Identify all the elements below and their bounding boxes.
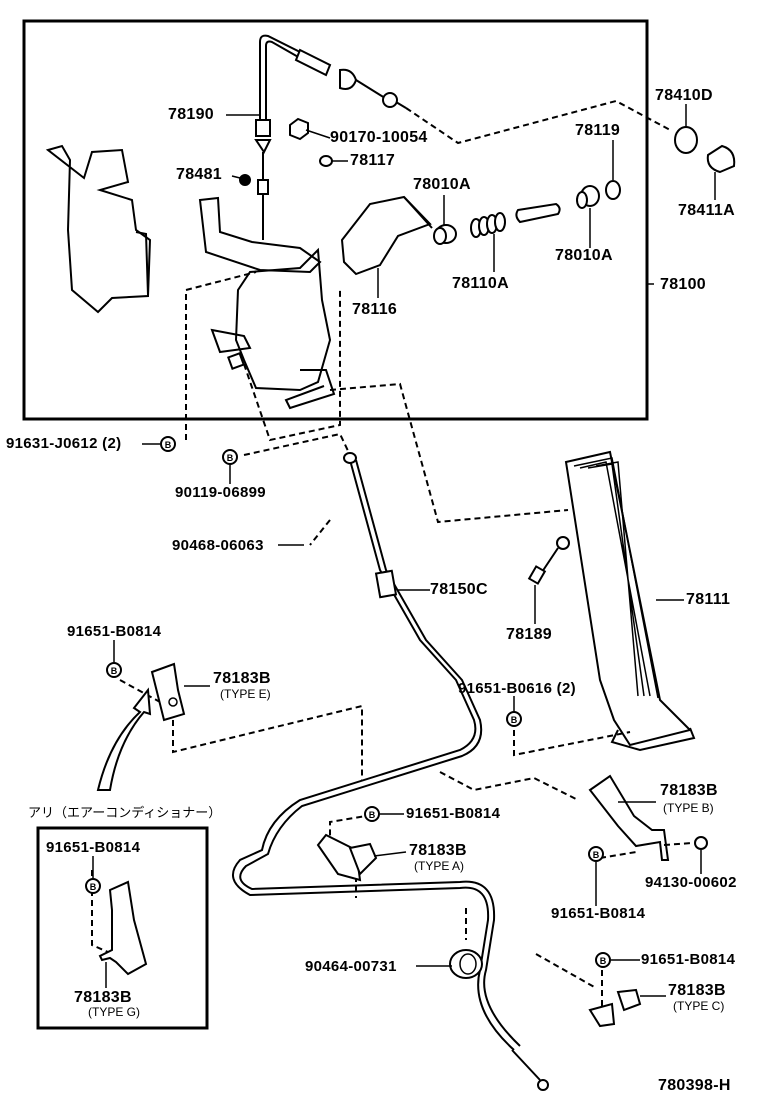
clip-78183B-type-g	[98, 880, 148, 976]
part-label-90464-00731: 90464-00731	[305, 958, 397, 975]
svg-text:B: B	[600, 956, 607, 966]
spring-78110A	[470, 212, 506, 238]
clip-78183B-type-a	[316, 833, 378, 882]
part-label-91651-B0814: 91651-B0814	[67, 623, 162, 640]
inset-frame	[36, 826, 209, 1030]
part-type-g: (TYPE G)	[88, 1005, 141, 1019]
cap-78411A	[706, 144, 736, 174]
svg-text:B: B	[369, 810, 376, 820]
leader-lines	[92, 104, 716, 997]
svg-text:B: B	[90, 882, 97, 892]
svg-text:B: B	[111, 666, 118, 676]
part-label-91651-B0814: 91651-B0814	[551, 905, 646, 922]
part-label-78189: 78189	[506, 626, 552, 643]
part-label-78110A: 78110A	[452, 275, 509, 292]
clip-78481	[239, 174, 251, 186]
bushing-78410D	[674, 126, 698, 154]
dashed-leader	[91, 870, 109, 953]
washer-78119	[605, 180, 621, 200]
dashed-leader	[439, 771, 579, 801]
part-label-91651-B0814: 91651-B0814	[641, 951, 736, 968]
part-label-78150C: 78150C	[430, 581, 488, 598]
part-label-78183B-type-c: 78183B	[668, 982, 726, 999]
part-label-91651-B0814: 91651-B0814	[406, 805, 501, 822]
part-label-78190: 78190	[168, 106, 214, 123]
part-label-91651-B0814: 91651-B0814	[46, 839, 141, 856]
dashed-leader	[405, 99, 673, 145]
dashed-leader	[599, 842, 693, 859]
arrow-icon	[96, 687, 152, 791]
part-label-91651-B0616: 91651-B0616 (2)	[458, 680, 576, 697]
part-label-78183B-type-e: 78183B	[213, 670, 271, 687]
cable-78150C	[231, 452, 549, 1091]
assembly-frame	[22, 19, 649, 421]
part-label-78010A: 78010A	[413, 176, 471, 193]
part-label-78183B-type-a: 78183B	[409, 842, 467, 859]
dashed-leader	[243, 432, 351, 456]
pin	[515, 202, 561, 224]
bolt-symbol-icon: B	[595, 952, 611, 968]
part-label-94130-00602: 94130-00602	[645, 874, 737, 891]
clamp-90464	[449, 949, 483, 979]
part-label-78410D: 78410D	[655, 87, 713, 104]
dashed-leader	[535, 953, 603, 1010]
part-label-78119: 78119	[575, 122, 621, 139]
bushing-78010A	[433, 224, 457, 245]
svg-text:B: B	[511, 715, 518, 725]
bolt-symbol-icon: B	[588, 846, 604, 862]
dashed-leader	[243, 290, 341, 442]
bolt-symbol-icon: B	[506, 711, 522, 727]
bracket-78116	[340, 195, 433, 276]
part-type-a: (TYPE A)	[414, 859, 465, 873]
bolt-78189	[527, 536, 570, 585]
dashed-leader	[119, 679, 363, 780]
svg-text:B: B	[227, 453, 234, 463]
svg-text:B: B	[165, 440, 172, 450]
clip-78183B-type-c	[588, 988, 642, 1028]
dashed-leader	[513, 730, 631, 757]
svg-text:B: B	[593, 850, 600, 860]
part-label-78183B-type-b: 78183B	[660, 782, 718, 799]
clip-78183B-type-b	[588, 774, 670, 861]
bolt-symbol-icon: B	[106, 662, 122, 678]
washer-78117	[319, 155, 333, 167]
part-label-90119-06899: 90119-06899	[175, 484, 266, 501]
part-label-90468-06063: 90468-06063	[172, 537, 264, 554]
part-type-b: (TYPE B)	[663, 801, 714, 815]
part-label-78116: 78116	[352, 301, 398, 318]
part-label-91631-J0612: 91631-J0612 (2)	[6, 435, 122, 452]
pedal-78111	[564, 450, 696, 752]
part-label-78183B-type-g: 78183B	[74, 989, 132, 1006]
pedal-lever	[198, 196, 336, 410]
part-label-78100: 78100	[660, 276, 706, 293]
bolt-symbol-icon: B	[85, 878, 101, 894]
part-label-78010A: 78010A	[555, 247, 613, 264]
nut-90170	[289, 117, 309, 141]
part-label-90170-10054: 90170-10054	[330, 129, 428, 146]
dashed-leader	[309, 519, 331, 546]
clip-78183B-type-e	[150, 662, 186, 722]
inset-note-air-conditioner: アリ（エアーコンディショナー）	[28, 806, 222, 821]
part-label-78117: 78117	[350, 152, 396, 169]
cable-78190	[254, 34, 407, 240]
bolt-symbol-icon: B	[364, 806, 380, 822]
drawing-number: 780398-H	[658, 1077, 731, 1094]
part-type-e: (TYPE E)	[220, 687, 271, 701]
part-type-c: (TYPE C)	[673, 999, 725, 1013]
bolt-symbol-icon: B	[222, 449, 238, 465]
part-label-78481: 78481	[176, 166, 222, 183]
bracket-left	[45, 144, 152, 314]
dashed-leader	[185, 271, 257, 440]
nut-94130-icon	[694, 836, 708, 850]
part-label-78111: 78111	[686, 591, 731, 608]
part-label-78411A: 78411A	[678, 202, 735, 219]
bushing-78010A-2	[576, 185, 600, 209]
bolt-symbol-icon: B	[160, 436, 176, 452]
dashed-leader	[329, 382, 569, 524]
